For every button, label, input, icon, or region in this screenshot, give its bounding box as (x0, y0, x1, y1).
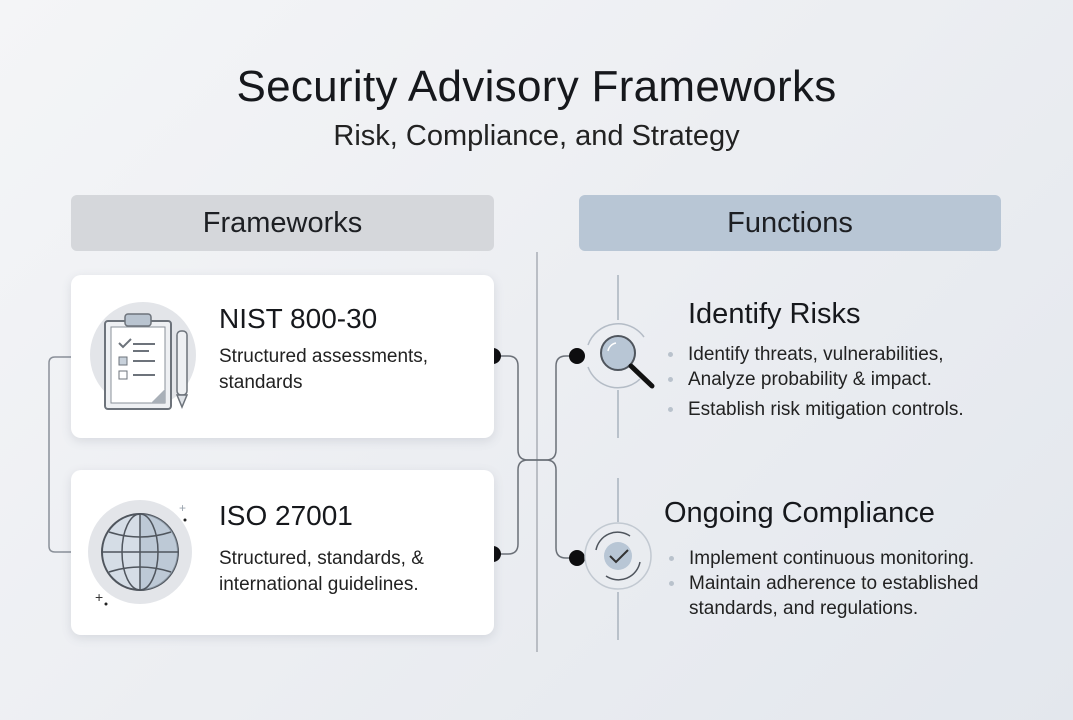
bottom-connector (493, 459, 577, 559)
magnifier-icon (587, 323, 655, 389)
connector-dot (569, 550, 585, 566)
framework-description: Structured assessments, standards (219, 344, 428, 396)
framework-card-iso: + + ISO 27001 Structured, standards, & i… (71, 470, 494, 635)
description-line: international guidelines. (219, 574, 419, 595)
globe-icon: + + (88, 500, 192, 606)
framework-title: ISO 27001 (219, 500, 353, 531)
connector-dot (569, 348, 585, 364)
bullet-line: Maintain adherence to established (689, 573, 979, 594)
framework-card-nist: NIST 800-30 Structured assessments, stan… (71, 275, 494, 438)
description-line: Structured, standards, & (219, 548, 424, 569)
function-title: Identify Risks (688, 298, 861, 330)
description-line: Structured assessments, (219, 346, 429, 367)
page-subtitle: Risk, Compliance, and Strategy (333, 120, 740, 152)
clipboard-checklist-icon (90, 302, 196, 410)
svg-text:+: + (179, 501, 186, 515)
function-bullets: Identify threats, vulnerabilities, Analy… (668, 342, 964, 422)
frameworks-header: Frameworks (71, 195, 494, 251)
framework-title: NIST 800-30 (219, 303, 378, 334)
bullet-item: Establish risk mitigation controls. (668, 399, 964, 420)
check-circle-icon (584, 522, 652, 590)
bullet-item: Analyze probability & impact. (668, 367, 964, 392)
left-bracket (48, 356, 71, 553)
page-title: Security Advisory Frameworks (236, 62, 837, 111)
function-title: Ongoing Compliance (664, 497, 935, 529)
bullet-item: Implement continuous monitoring. (668, 546, 978, 571)
svg-text:+: + (95, 589, 103, 605)
framework-description: Structured, standards, & international g… (219, 546, 424, 598)
top-connector (493, 355, 577, 461)
description-line: standards (219, 372, 303, 393)
bullet-item: Maintain adherence to established standa… (668, 571, 979, 621)
bullet-item: Identify threats, vulnerabilities, (668, 342, 964, 367)
bullet-line: standards, and regulations. (689, 598, 919, 619)
functions-header: Functions (579, 195, 1001, 251)
function-bullets: Implement continuous monitoring. Maintai… (668, 546, 979, 621)
